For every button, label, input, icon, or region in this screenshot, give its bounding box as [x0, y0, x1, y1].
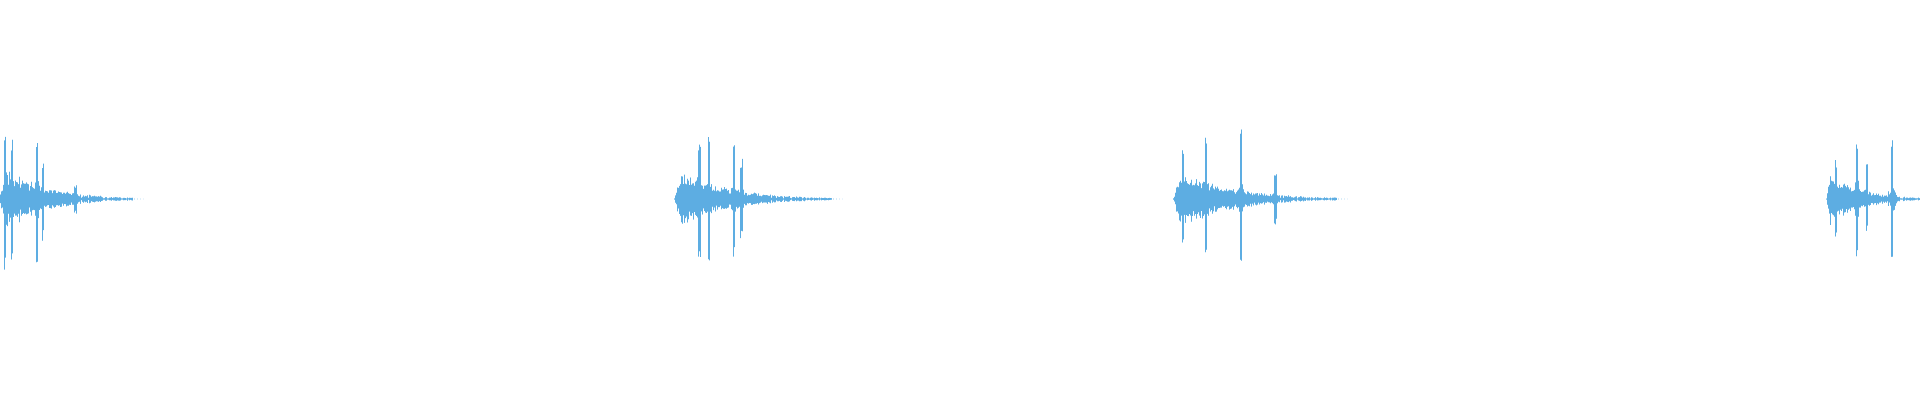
- waveform-tail-dot: [839, 198, 840, 200]
- waveform-tail-dot: [1344, 198, 1345, 200]
- waveform-trace: [1173, 129, 1337, 261]
- waveform-trace: [1826, 140, 1920, 257]
- waveform-tail-dot: [1341, 198, 1342, 200]
- waveform-trace: [0, 136, 133, 270]
- waveform-tail-dot: [833, 198, 834, 200]
- waveform-tail-dot: [137, 198, 138, 200]
- waveform-tail-dot: [134, 198, 135, 200]
- waveform-burst: [674, 137, 843, 261]
- waveform-burst: [1826, 140, 1920, 257]
- waveform-trace: [674, 137, 832, 261]
- waveform-tail-dot: [1347, 198, 1348, 200]
- waveform-tail-dot: [140, 198, 141, 200]
- waveform-tail-dot: [1338, 198, 1339, 200]
- waveform-tail-dot: [842, 198, 843, 200]
- waveform-tail-dot: [1918, 198, 1919, 200]
- waveform-tail-dot: [1918, 198, 1919, 200]
- waveform-burst: [1173, 129, 1348, 261]
- waveform-burst: [0, 136, 144, 270]
- waveform-tail-dot: [1918, 198, 1919, 200]
- waveform-tail-dot: [143, 198, 144, 200]
- waveform-tail-dot: [1918, 198, 1919, 200]
- waveform-tail-dot: [836, 198, 837, 200]
